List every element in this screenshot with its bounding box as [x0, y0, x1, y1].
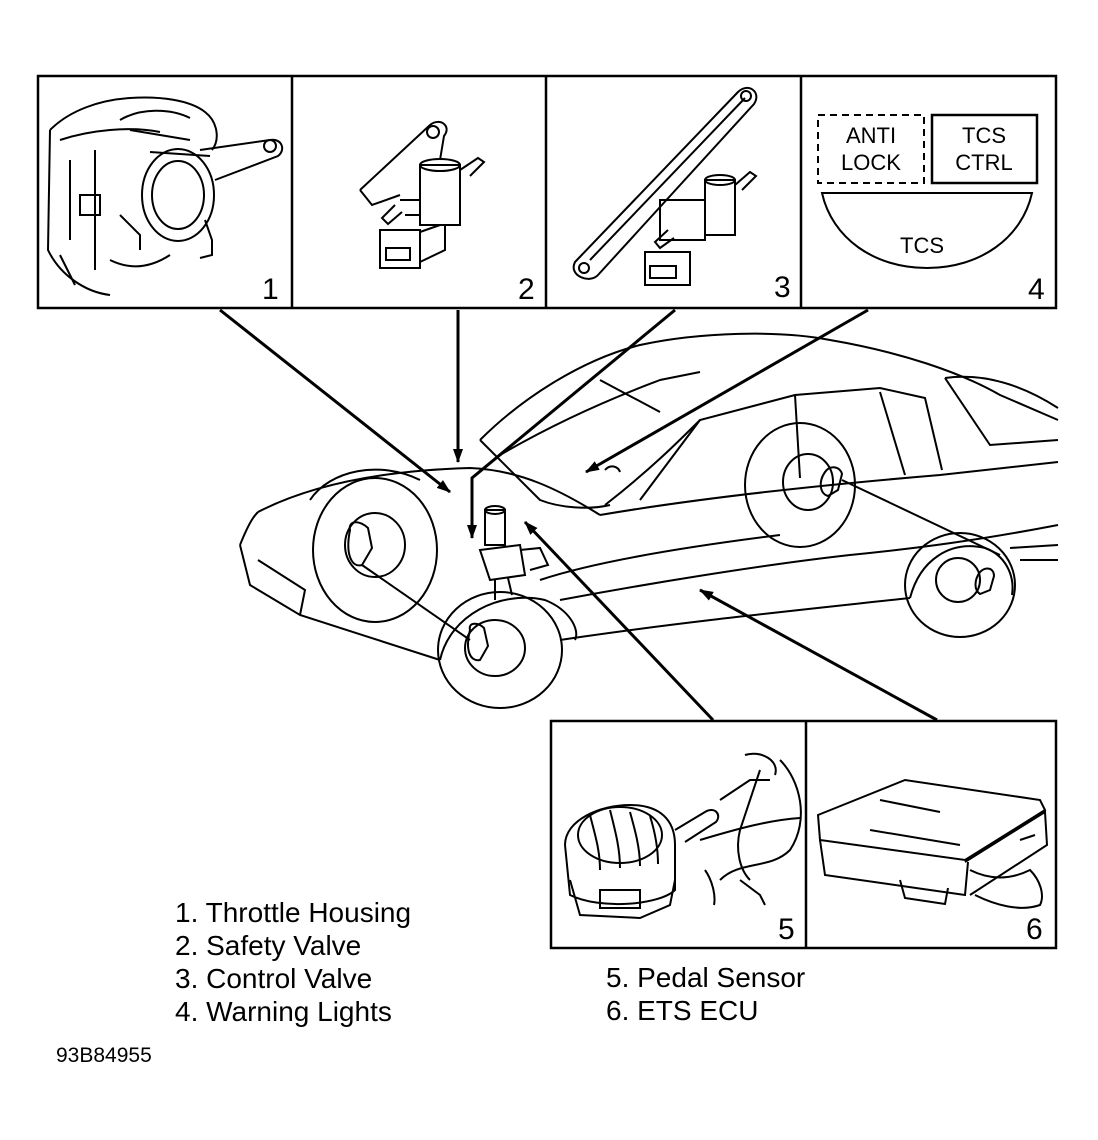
ets-ecu-illustration	[816, 778, 1049, 909]
throttle-housing-illustration	[46, 96, 284, 296]
arrow-throttle-housing	[219, 308, 451, 494]
arrow-pedal-sensor	[523, 520, 715, 722]
legend-item-warning-lights: 4. Warning Lights	[175, 996, 392, 1027]
figure-id: 93B84955	[56, 1044, 152, 1067]
arrow-control-valve	[467, 308, 676, 539]
legend-item-throttle-housing: 1. Throttle Housing	[175, 897, 412, 928]
legend-item-pedal-sensor: 5. Pedal Sensor	[606, 962, 806, 993]
bottom-panel-frame	[549, 719, 1058, 950]
anti-lock-lamp	[817, 114, 925, 184]
panel-number-3: 3	[774, 271, 791, 304]
safety-valve-illustration	[359, 120, 486, 269]
panel-number-5: 5	[778, 913, 795, 946]
legend-left: 1. Throttle Housing 2. Safety Valve 3. C…	[175, 896, 411, 1028]
tcs-ctrl-lamp	[930, 113, 1039, 185]
panel-number-2: 2	[518, 273, 535, 306]
panel-number-6: 6	[1026, 913, 1043, 946]
tcs-lamp	[820, 192, 1034, 270]
panel-number-1: 1	[262, 273, 279, 306]
tcs-ctrl-lamp-text-2: CTRL	[955, 150, 1012, 175]
arrow-ets-ecu	[699, 588, 938, 722]
bottom-panel-strip	[549, 719, 1058, 950]
callout-arrows	[219, 308, 938, 722]
anti-lock-lamp-text-1: ANTI	[846, 123, 896, 148]
tcs-lamp-text: TCS	[900, 233, 944, 258]
legend-item-control-valve: 3. Control Valve	[175, 963, 373, 994]
legend-item-safety-valve: 2. Safety Valve	[175, 930, 362, 961]
anti-lock-lamp-text-2: LOCK	[841, 150, 901, 175]
top-panel-strip	[36, 74, 1058, 310]
control-valve-illustration	[572, 86, 758, 286]
warning-lights-illustration: ANTI LOCK TCS CTRL TCS	[817, 113, 1039, 270]
pedal-sensor-illustration	[563, 752, 802, 920]
legend-right: 5. Pedal Sensor 6. ETS ECU	[606, 961, 805, 1027]
car-illustration	[239, 332, 1059, 709]
legend-item-ets-ecu: 6. ETS ECU	[606, 995, 759, 1026]
panel-number-4: 4	[1028, 273, 1045, 306]
arrow-warning-lights	[585, 308, 869, 474]
tcs-ctrl-lamp-text-1: TCS	[962, 123, 1006, 148]
